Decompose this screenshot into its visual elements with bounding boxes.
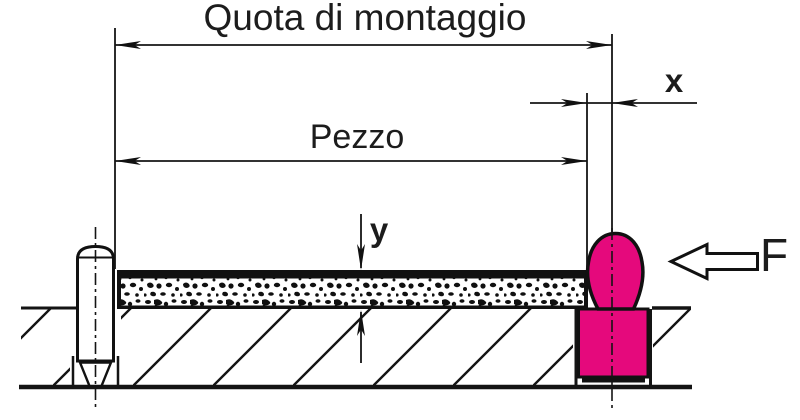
stop-pin-bottom-bar [582,378,645,383]
dimension-y [357,214,365,363]
arrowhead-left-icon [612,99,638,107]
arrowhead-left-icon [115,157,141,165]
stop-pin [577,231,650,383]
stop-pin-body [577,307,650,379]
workpiece-label: Pezzo [309,118,405,156]
arrowhead-up-icon [357,310,365,336]
stop-pin-head [585,231,645,311]
dimension-quota [115,41,612,49]
arrowhead-left-icon [115,41,141,49]
workpiece-bar [117,270,588,309]
thickness-y-label: y [369,211,389,248]
dimension-x [530,99,697,107]
arrowhead-right-icon [586,41,612,49]
dimension-pezzo [115,157,587,165]
force-arrow-icon [667,242,759,281]
arrowhead-right-icon [561,99,587,107]
workpiece-texture [121,278,584,306]
clearance-x-label: x [664,62,684,99]
mounting-dimension-label: Quota di montaggio [203,0,527,38]
arrowhead-down-icon [357,244,365,270]
arrowhead-right-icon [561,157,587,165]
force-label: F [760,229,789,281]
